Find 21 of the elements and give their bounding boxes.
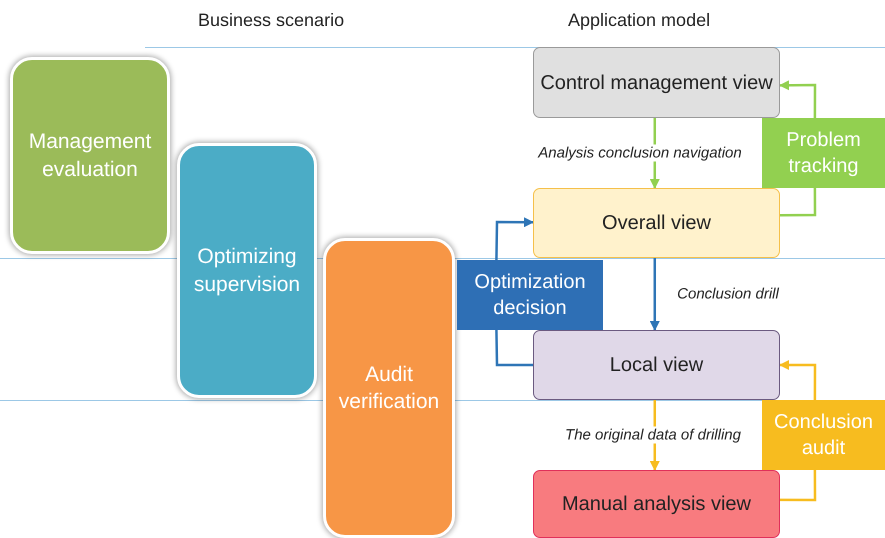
scenario-card: Management evaluation <box>10 57 170 254</box>
view-box: Local view <box>533 330 780 400</box>
arrow <box>780 188 816 217</box>
scenario-card: Optimizing supervision <box>177 143 317 398</box>
arrow <box>650 258 660 331</box>
action-tag: Conclusion audit <box>762 400 885 470</box>
action-tag: Optimization decision <box>457 260 603 330</box>
arrow <box>495 217 534 260</box>
view-box: Overall view <box>533 188 780 258</box>
action-tag: Problem tracking <box>762 118 885 188</box>
column-heading: Business scenario <box>198 10 344 31</box>
view-box: Control management view <box>533 47 780 118</box>
arrow <box>780 470 816 502</box>
scenario-card: Audit verification <box>323 238 455 538</box>
arrow <box>779 80 816 118</box>
column-heading: Application model <box>568 10 710 31</box>
edge-label: The original data of drilling <box>563 426 743 444</box>
arrow <box>779 360 816 400</box>
edge-label: Analysis conclusion navigation <box>536 144 744 162</box>
view-box: Manual analysis view <box>533 470 780 538</box>
arrow <box>495 330 533 366</box>
